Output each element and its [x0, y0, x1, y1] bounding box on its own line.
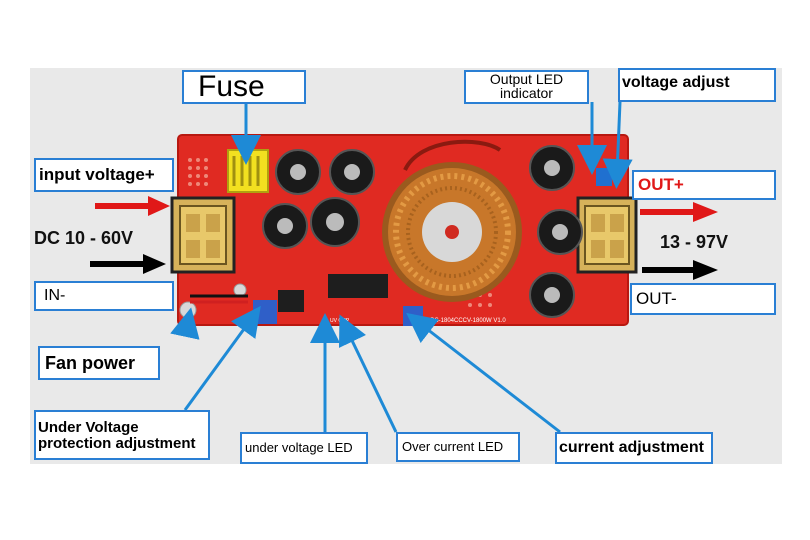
- output-voltage-range: 13 - 97V: [660, 232, 728, 253]
- label-current-adjust: current adjustment: [555, 432, 713, 464]
- label-fan-power: Fan power: [38, 346, 160, 380]
- label-out-plus: OUT+: [632, 170, 776, 200]
- voltage-pot: [596, 168, 612, 186]
- label-oc-led: Over current LED: [396, 432, 520, 462]
- output-negative-arrow: [642, 260, 718, 280]
- output-terminal: [578, 198, 636, 272]
- label-input-voltage: input voltage+: [34, 158, 174, 192]
- label-uv-led: under voltage LED: [240, 432, 368, 464]
- label-output-led: Output LED indicator: [464, 70, 589, 104]
- input-voltage-range: DC 10 - 60V: [34, 228, 133, 249]
- output-positive-arrow: [640, 202, 718, 222]
- output-capacitors: [530, 146, 582, 317]
- uv-pot: [253, 300, 277, 324]
- input-terminal: [172, 198, 234, 272]
- silkscreen-model: CC DS-1804CCCV-1800W V1.0: [420, 318, 506, 324]
- label-fuse: Fuse: [182, 70, 306, 104]
- silkscreen-uvocp: UV OCP: [330, 318, 350, 324]
- label-voltage-adjust: voltage adjust: [618, 68, 776, 102]
- output-led: [589, 164, 595, 170]
- input-negative-arrow: [90, 254, 166, 274]
- label-uv-protection: Under Voltage protection adjustment: [34, 410, 210, 460]
- fuse-component: [228, 150, 268, 192]
- label-in-minus: IN-: [34, 281, 174, 311]
- label-out-minus: OUT-: [630, 283, 776, 315]
- uv-led: [322, 319, 328, 325]
- input-positive-arrow: [95, 196, 170, 216]
